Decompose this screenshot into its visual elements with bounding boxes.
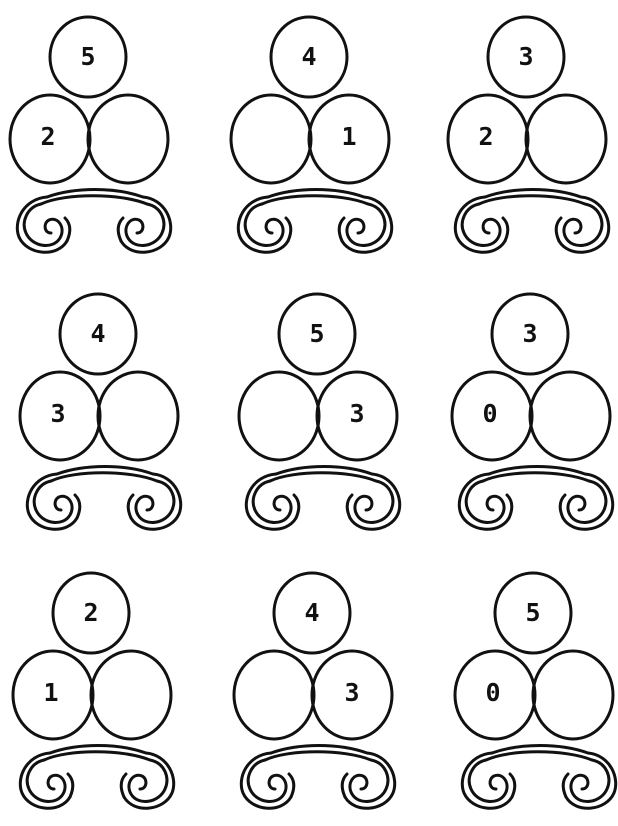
scroll-stand <box>68 774 73 797</box>
scroll-stand <box>34 481 72 522</box>
part-left[interactable]: 1 <box>31 673 71 713</box>
whole-number: 3 <box>506 37 546 77</box>
part-left[interactable] <box>249 117 289 157</box>
scroll-stand <box>510 774 515 797</box>
scroll-stand <box>121 774 126 797</box>
part-left[interactable]: 0 <box>470 394 510 434</box>
part-left[interactable]: 0 <box>473 673 513 713</box>
scroll-stand <box>65 218 70 241</box>
part-right[interactable] <box>108 117 148 157</box>
whole-number: 5 <box>513 593 553 633</box>
whole-number: 5 <box>297 314 337 354</box>
whole-number: 2 <box>71 593 111 633</box>
number-bond-1: 5 2 <box>5 0 205 270</box>
number-bond-6: 3 0 <box>447 277 618 547</box>
whole-number: 3 <box>510 314 550 354</box>
scroll-stand <box>118 218 123 241</box>
number-bond-3: 3 2 <box>443 0 618 270</box>
scroll-stand <box>294 495 299 518</box>
part-left[interactable]: 2 <box>466 117 506 157</box>
number-bond-9: 5 0 <box>450 556 618 826</box>
part-right[interactable]: 3 <box>332 673 372 713</box>
whole-number: 4 <box>292 593 332 633</box>
number-bond-8: 4 3 <box>229 556 429 826</box>
scroll-stand <box>289 774 294 797</box>
part-right[interactable]: 3 <box>337 394 377 434</box>
scroll-stand <box>503 218 508 241</box>
whole-number: 4 <box>289 37 329 77</box>
part-left[interactable] <box>257 394 297 434</box>
scroll-stand <box>507 495 512 518</box>
scroll-stand <box>563 774 568 797</box>
part-right[interactable] <box>553 673 593 713</box>
scroll-stand <box>253 481 291 522</box>
scroll-stand <box>248 760 286 801</box>
scroll-stand <box>27 760 65 801</box>
scroll-stand <box>462 204 500 245</box>
number-bond-5: 5 3 <box>234 277 434 547</box>
number-bond-2: 4 1 <box>226 0 426 270</box>
number-bond-4: 4 3 <box>15 277 215 547</box>
scroll-stand <box>24 204 62 245</box>
number-bond-worksheet: 5 2 4 1 3 2 4 3 5 3 3 0 2 1 <box>0 0 618 809</box>
scroll-stand <box>556 218 561 241</box>
part-right[interactable]: 1 <box>329 117 369 157</box>
part-right[interactable] <box>111 673 151 713</box>
part-right[interactable] <box>550 394 590 434</box>
scroll-stand <box>466 481 504 522</box>
scroll-stand <box>128 495 133 518</box>
scroll-stand <box>245 204 283 245</box>
scroll-stand <box>560 495 565 518</box>
whole-number: 5 <box>68 37 108 77</box>
scroll-stand <box>469 760 507 801</box>
part-left[interactable]: 3 <box>38 394 78 434</box>
scroll-stand <box>342 774 347 797</box>
number-bond-7: 2 1 <box>8 556 208 826</box>
scroll-stand <box>339 218 344 241</box>
whole-number: 4 <box>78 314 118 354</box>
scroll-stand <box>75 495 80 518</box>
scroll-stand <box>347 495 352 518</box>
part-right[interactable] <box>546 117 586 157</box>
part-left[interactable] <box>252 673 292 713</box>
scroll-stand <box>286 218 291 241</box>
part-left[interactable]: 2 <box>28 117 68 157</box>
part-right[interactable] <box>118 394 158 434</box>
